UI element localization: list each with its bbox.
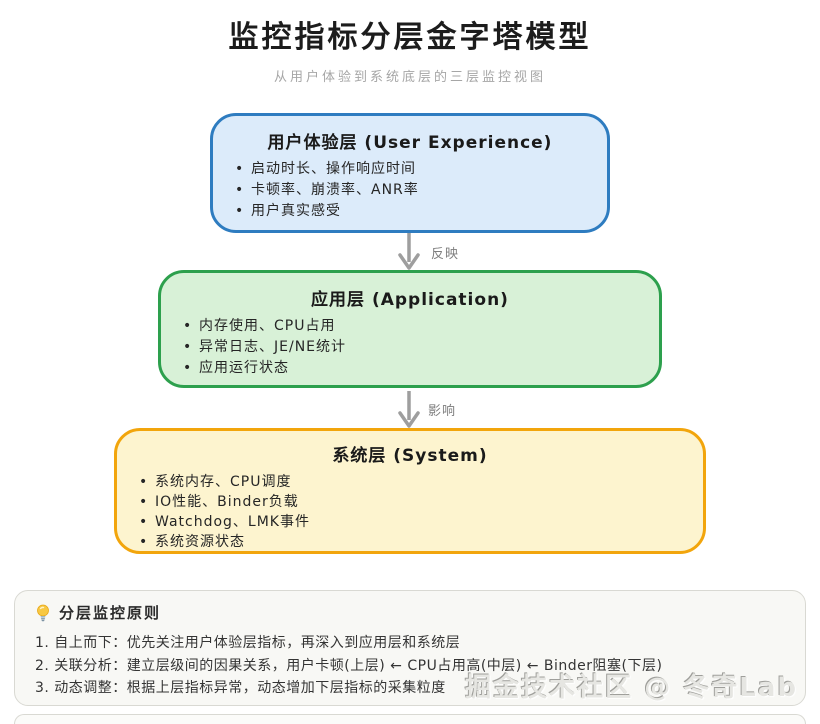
principles-header: 分层监控原则 <box>35 602 785 623</box>
system-layer-title: 系统层 (System) <box>332 446 488 466</box>
bullet-item: 系统资源状态 <box>135 532 685 552</box>
bullet-item: 应用运行状态 <box>179 358 641 379</box>
bullet-item: 异常日志、JE/NE统计 <box>179 337 641 358</box>
application-bullet-list: 内存使用、CPU占用 异常日志、JE/NE统计 应用运行状态 <box>179 316 641 379</box>
application-layer-box: 应用层 (Application) 内存使用、CPU占用 异常日志、JE/NE统… <box>158 270 662 388</box>
bullet-item: 用户真实感受 <box>231 201 589 222</box>
principles-title: 分层监控原则 <box>59 604 162 622</box>
application-layer-title: 应用层 (Application) <box>311 290 509 310</box>
page-subtitle: 从用户体验到系统底层的三层监控视图 <box>273 70 546 85</box>
bullet-item: 内存使用、CPU占用 <box>179 316 641 337</box>
bullet-item: 卡顿率、崩溃率、ANR率 <box>231 180 589 201</box>
watermark: 掘金技术社区 @ 冬奇Lab <box>465 673 798 703</box>
arrow-label-influence: 影响 <box>428 404 457 419</box>
page-title: 监控指标分层金字塔模型 <box>228 20 592 55</box>
down-arrow-icon <box>397 391 421 428</box>
bullet-item: 系统内存、CPU调度 <box>135 472 685 492</box>
bullet-item: Watchdog、LMK事件 <box>135 512 685 532</box>
arrow-label-reflect: 反映 <box>431 247 460 262</box>
system-bullet-list: 系统内存、CPU调度 IO性能、Binder负载 Watchdog、LMK事件 … <box>135 472 685 552</box>
principles-panel: 分层监控原则 1. 自上而下：优先关注用户体验层指标，再深入到应用层和系统层 2… <box>14 590 806 706</box>
next-section-edge <box>14 714 806 724</box>
system-layer-box: 系统层 (System) 系统内存、CPU调度 IO性能、Binder负载 Wa… <box>114 428 706 554</box>
down-arrow-icon <box>397 233 421 270</box>
bullet-item: IO性能、Binder负载 <box>135 492 685 512</box>
user-experience-bullet-list: 启动时长、操作响应时间 卡顿率、崩溃率、ANR率 用户真实感受 <box>231 159 589 222</box>
bullet-item: 启动时长、操作响应时间 <box>231 159 589 180</box>
principle-item: 2. 关联分析：建立层级间的因果关系，用户卡顿(上层) ← CPU占用高(中层)… <box>35 657 663 674</box>
principle-item: 3. 动态调整：根据上层指标异常，动态增加下层指标的采集粒度 <box>35 680 446 696</box>
principles-list: 1. 自上而下：优先关注用户体验层指标，再深入到应用层和系统层 2. 关联分析：… <box>35 632 785 700</box>
lightbulb-icon <box>37 604 49 621</box>
user-experience-layer-box: 用户体验层 (User Experience) 启动时长、操作响应时间 卡顿率、… <box>210 113 610 233</box>
user-experience-layer-title: 用户体验层 (User Experience) <box>267 133 553 153</box>
principle-item: 1. 自上而下：优先关注用户体验层指标，再深入到应用层和系统层 <box>35 635 461 651</box>
